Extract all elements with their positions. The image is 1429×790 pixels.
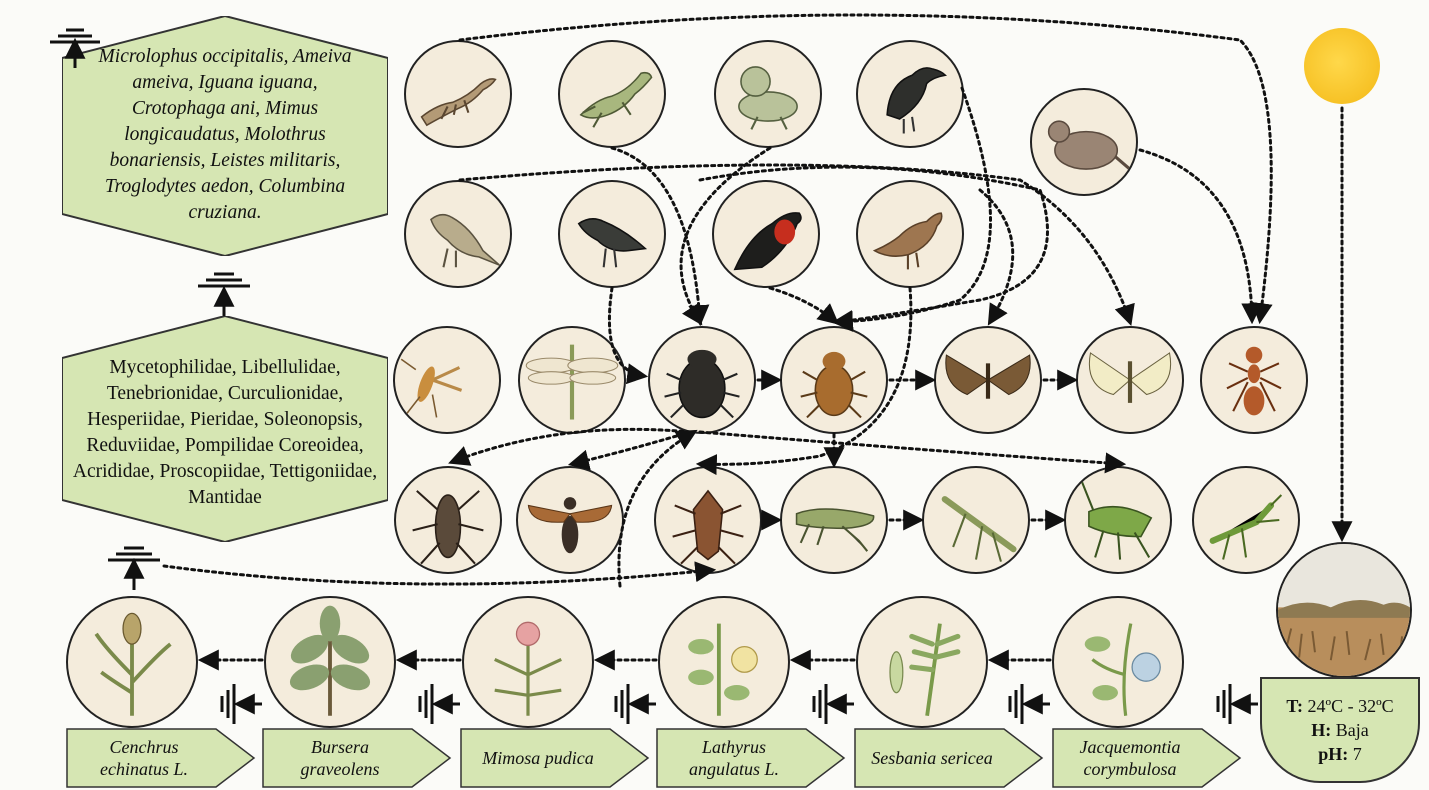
katydid-tettigoniidae-icon	[1064, 466, 1172, 574]
vertebrates-list: Microlophus occipitalis, Ameiva ameiva, …	[84, 50, 366, 220]
leaf-footed-bug-coreoidea-icon	[654, 466, 762, 574]
stick-grasshopper-proscopiidae-icon	[922, 466, 1030, 574]
plant-lathyrus-icon	[658, 596, 790, 728]
arrow-dove-to-ant	[1140, 150, 1252, 320]
side-ground-symbol-5	[1218, 684, 1258, 724]
white-butterfly-pieridae-icon	[1076, 326, 1184, 434]
plant-sesbania-icon	[856, 596, 988, 728]
iguana-icon	[714, 40, 822, 148]
grasshopper-acrididae-icon	[780, 466, 888, 574]
plant-bursera-icon	[264, 596, 396, 728]
mantis-mantidae-icon	[1192, 466, 1300, 574]
arrow-wren-to-hesperiidae	[980, 190, 1013, 322]
spider-wasp-pompilidae-icon	[516, 466, 624, 574]
humidity-row: H: Baja	[1311, 718, 1369, 742]
cowbird-molothrus-icon	[558, 180, 666, 288]
red-breasted-blackbird-leistes-icon	[712, 180, 820, 288]
side-ground-symbol-1	[420, 684, 460, 724]
lizard-ameiva-icon	[558, 40, 666, 148]
dry-grassland-icon	[1276, 542, 1412, 678]
ground-symbol-icon-middle	[198, 274, 250, 316]
plant-label-mimosa: Mimosa pudica	[460, 728, 616, 788]
arrow-beetle-to-katydid	[700, 432, 1122, 464]
plant-jacquemontia-icon	[1052, 596, 1184, 728]
assassin-bug-reduviidae-icon	[394, 466, 502, 574]
dove-columbina-icon	[1030, 88, 1138, 196]
arrow-leistes-to-weevil	[770, 288, 836, 322]
ph-row: pH: 7	[1318, 742, 1362, 766]
side-ground-symbol-4	[1010, 684, 1050, 724]
mockingbird-mimus-icon	[404, 180, 512, 288]
insects-list: Mycetophilidae, Libellulidae, Tenebrioni…	[72, 348, 378, 518]
crow-crotophaga-icon	[856, 40, 964, 148]
sun-icon	[1304, 28, 1380, 104]
plant-mimosa-icon	[462, 596, 594, 728]
arrow-beetle-to-reduviidae	[452, 429, 690, 462]
plant-cenchrus-icon	[66, 596, 198, 728]
side-ground-symbol-0	[222, 684, 262, 724]
temperature-row: T: 24ºC - 32ºC	[1286, 694, 1393, 718]
environmental-conditions: T: 24ºC - 32ºC H: Baja pH: 7	[1260, 677, 1420, 783]
beetle-tenebrionidae-icon	[648, 326, 756, 434]
side-ground-symbol-2	[616, 684, 656, 724]
skipper-butterfly-hesperiidae-icon	[934, 326, 1042, 434]
weevil-curculionidae-icon	[780, 326, 888, 434]
plant-label-sesbania: Sesbania sericea	[854, 728, 1010, 788]
ant-solenopsis-icon	[1200, 326, 1308, 434]
ground-symbol-icon-bottom	[108, 548, 160, 590]
lizard-microlophus-icon	[404, 40, 512, 148]
dragonfly-libellulidae-icon	[518, 326, 626, 434]
side-ground-symbol-3	[814, 684, 854, 724]
wren-troglodytes-icon	[856, 180, 964, 288]
fungus-gnat-mycetophilidae-icon	[393, 326, 501, 434]
arrow-beetle-to-pompilidae	[572, 432, 690, 464]
